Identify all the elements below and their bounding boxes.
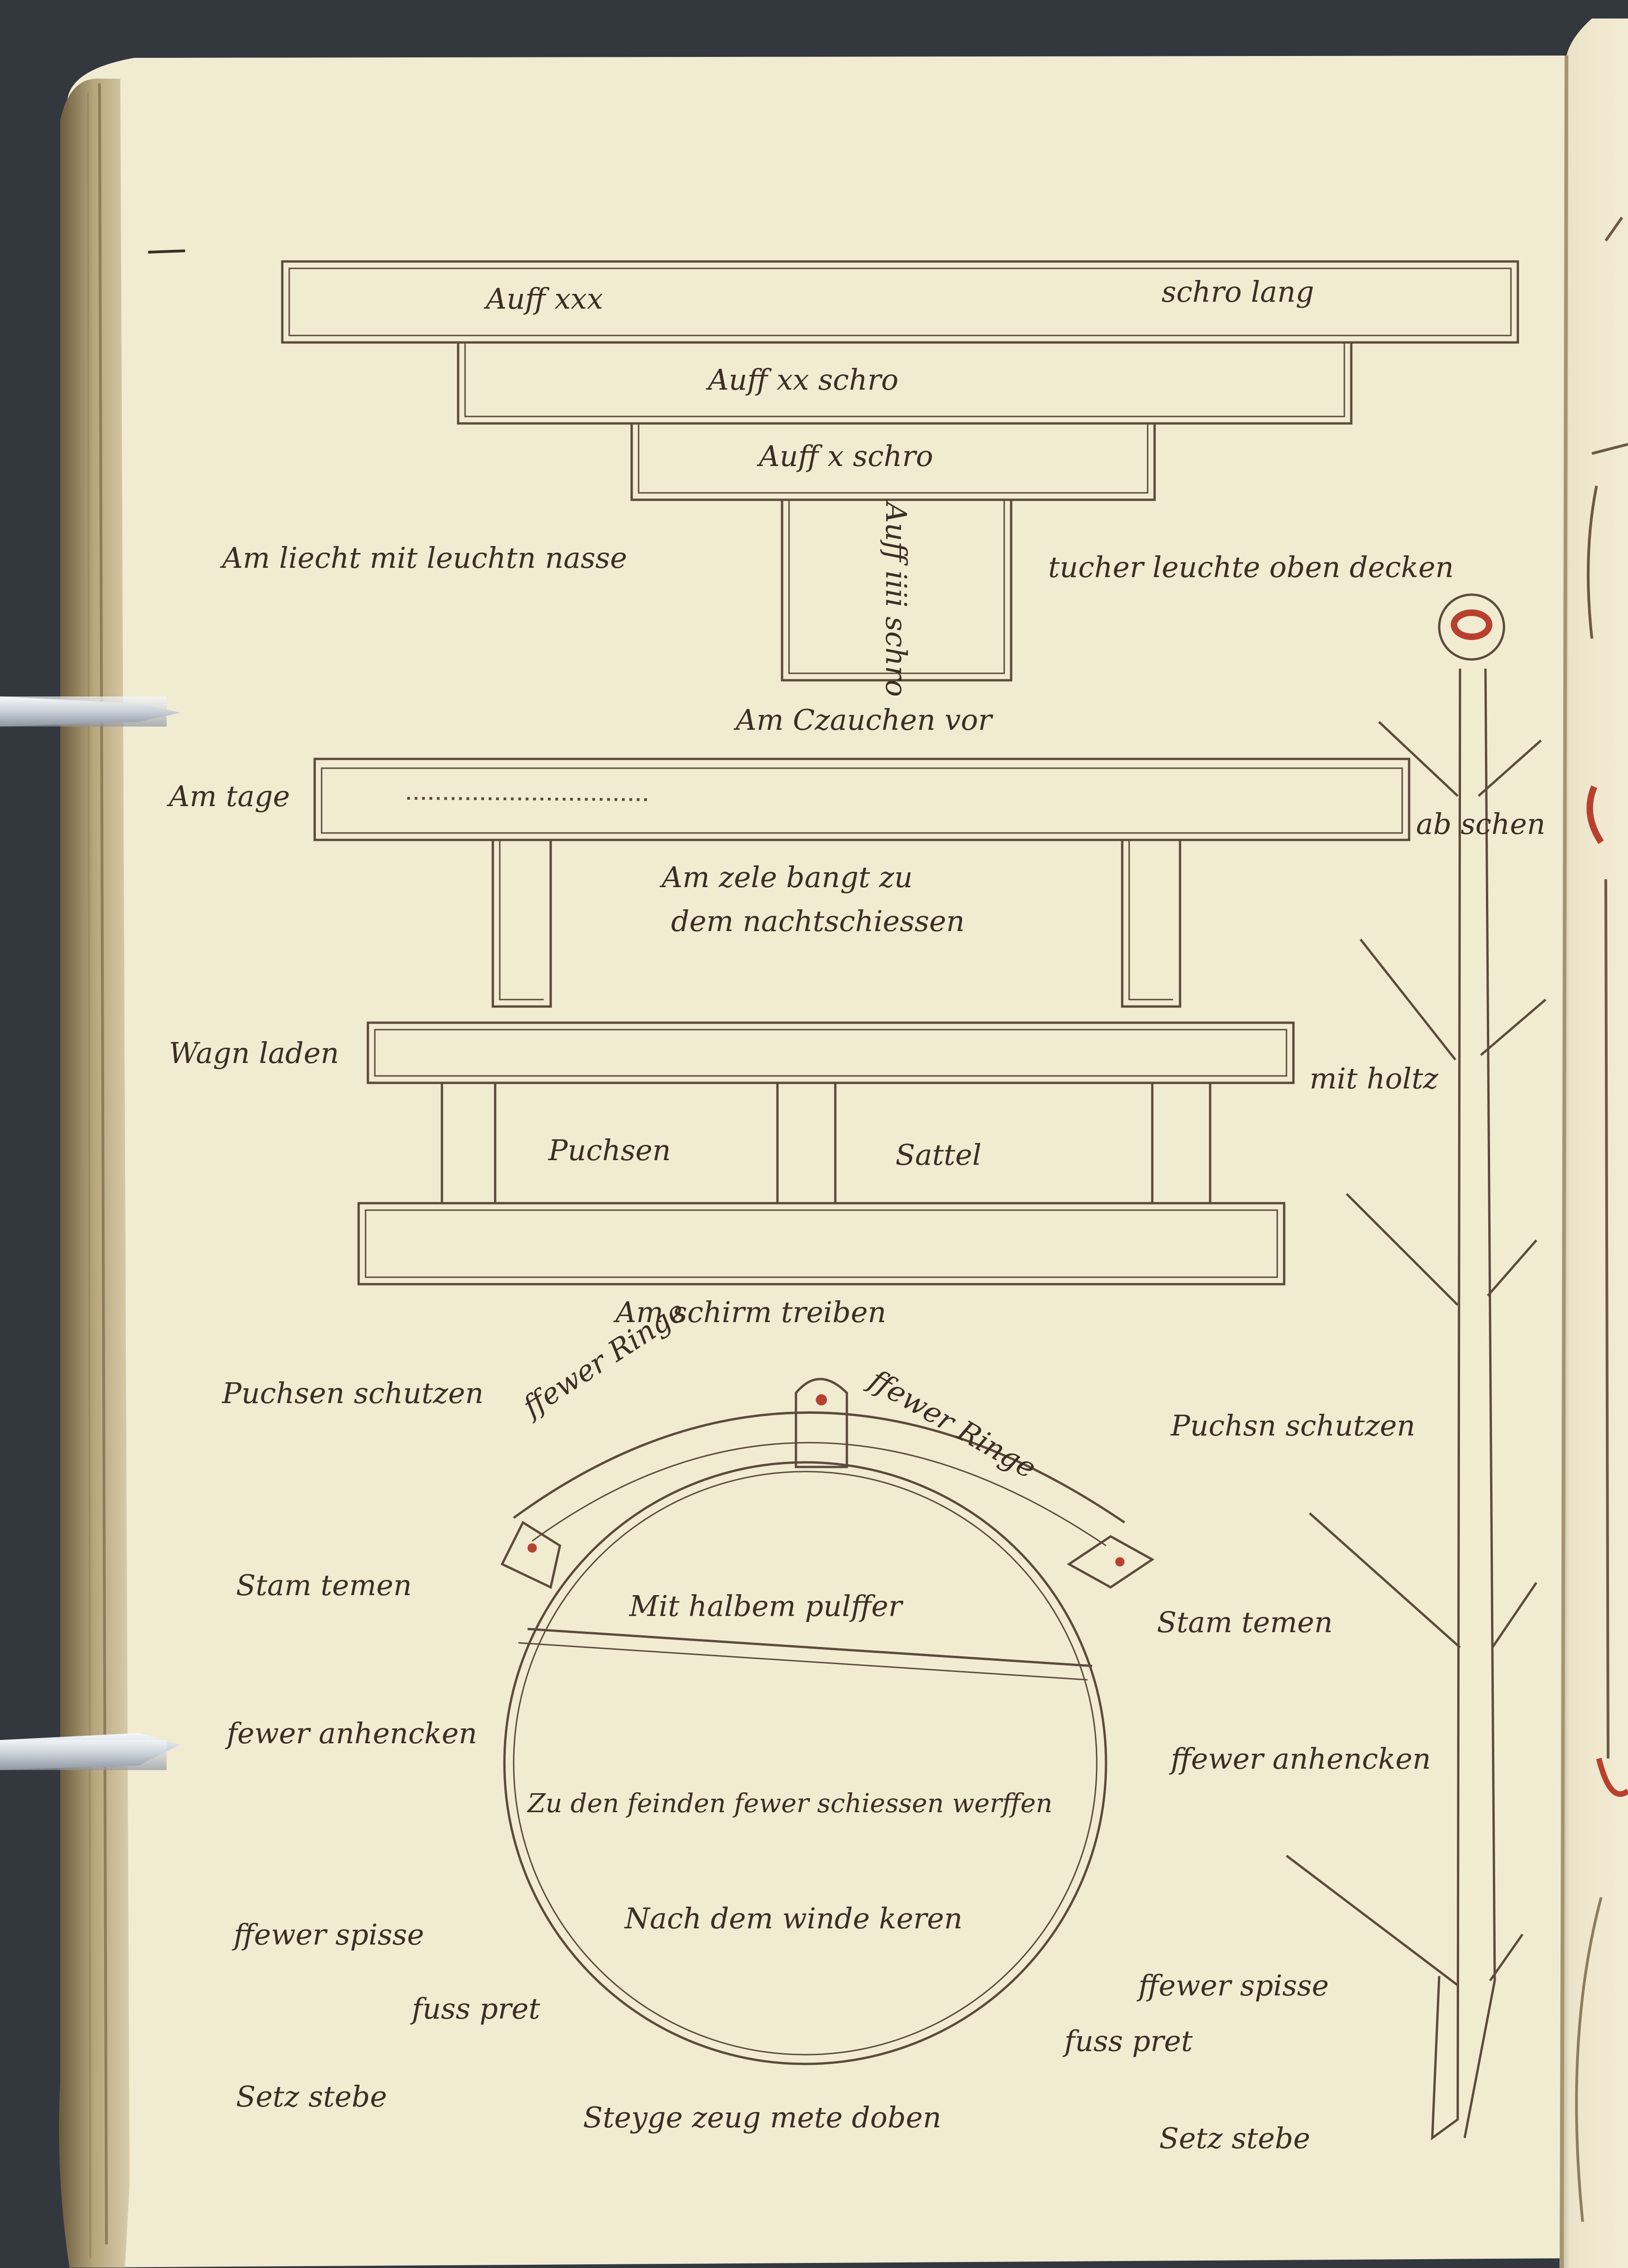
right-page [1560,19,1628,2268]
label-stam-right: Stam temen [1157,1605,1333,1639]
label-setz-right: Setz stebe [1159,2121,1311,2155]
label-stam-left: Stam temen [236,1568,412,1602]
label-zele-1: Am zele bangt zu [662,860,913,894]
page-edges [59,79,130,2268]
label-czauchen: Am Czauchen vor [736,703,992,737]
label-vertical-post: Auff iiii schro [879,502,913,697]
label-puchsen-schutzen-right: Puchsn schutzen [1171,1409,1416,1442]
label-ab-schen: ab schen [1416,807,1546,841]
label-schirm: Am schirm treiben [615,1295,887,1329]
beam-am-tage [313,758,1411,841]
label-puchsen-schutzen-left: Puchsen schutzen [222,1376,484,1410]
label-middle-bar: Auff xx schro [708,363,899,397]
label-fuss-right: fuss pret [1064,2024,1193,2058]
label-top-bar-left: Auff xxx [486,282,603,316]
post-4 [781,498,1013,682]
label-setz-left: Setz stebe [236,2080,387,2113]
label-anhencken-right: ffewer anhencken [1171,1742,1431,1776]
label-wagn-laden: Wagn laden [169,1036,339,1070]
label-zele-2: dem nachtschiessen [671,904,965,938]
spike-staff [1286,668,1547,2141]
label-spisse-right: ffewer spisse [1138,1969,1329,2002]
label-small-bar: Auff x schro [759,439,933,473]
label-sattel: Sattel [895,1138,982,1172]
label-am-tage: Am tage [169,779,290,813]
label-feinden: Zu den feinden fewer schiessen werffen [528,1789,1053,1819]
left-page [67,56,1566,2268]
binding-pin-top [0,696,180,727]
staff-ring [1438,593,1505,661]
binding-pin-bottom [0,1733,180,1770]
label-steyge: Steyge zeug mete doben [583,2100,942,2134]
label-light-right: tucher leuchte oben decken [1048,550,1454,584]
label-puchsen: Puchsen [548,1133,671,1167]
label-spisse-left: ffewer spisse [234,1918,424,1951]
label-top-bar-right: schro lang [1162,275,1314,309]
label-fuss-left: fuss pret [412,1992,541,2026]
beam-schirm [357,1202,1286,1286]
label-halbem: Mit halbem pulffer [629,1589,902,1623]
label-mit-holtz: mit holtz [1310,1062,1438,1095]
label-winde: Nach dem winde keren [625,1901,963,1935]
label-anhencken-left: fewer anhencken [227,1716,478,1750]
label-light-left: Am liecht mit leuchtn nasse [222,541,628,575]
fire-ring-circle [503,1461,1107,2065]
